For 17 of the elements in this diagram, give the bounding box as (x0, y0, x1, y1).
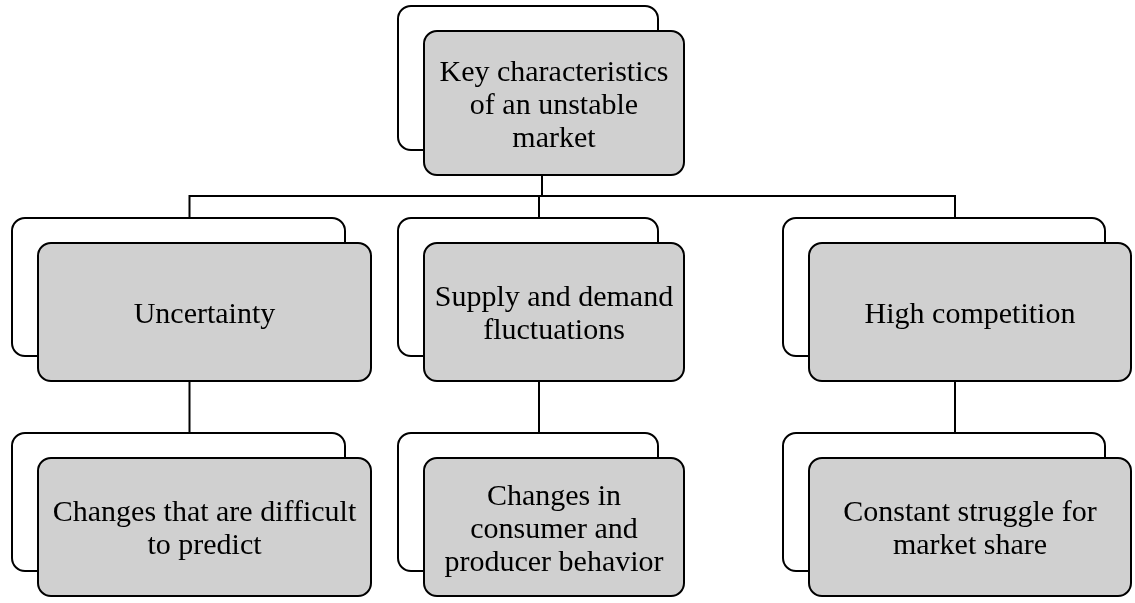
box-text: Key characteristics of an unstable market (438, 53, 670, 153)
category-box (37, 457, 372, 597)
box-text: Uncertainty (133, 295, 276, 329)
category-box (808, 242, 1132, 382)
category-box (423, 457, 685, 597)
box-text: Changes that are difficult to predict (51, 494, 358, 560)
connector-line (954, 381, 956, 433)
box-text: Constant struggle for market share (842, 494, 1098, 560)
box-text: High competition (864, 295, 1076, 329)
box-text: Supply and demand fluctuations (433, 279, 675, 345)
category-box (808, 457, 1132, 597)
category-box (423, 30, 685, 176)
connector-line (538, 381, 540, 433)
connector-line (188, 381, 191, 433)
category-box (423, 242, 685, 382)
box-text: Changes in consumer and producer behavior (443, 477, 665, 577)
category-box (37, 242, 372, 382)
